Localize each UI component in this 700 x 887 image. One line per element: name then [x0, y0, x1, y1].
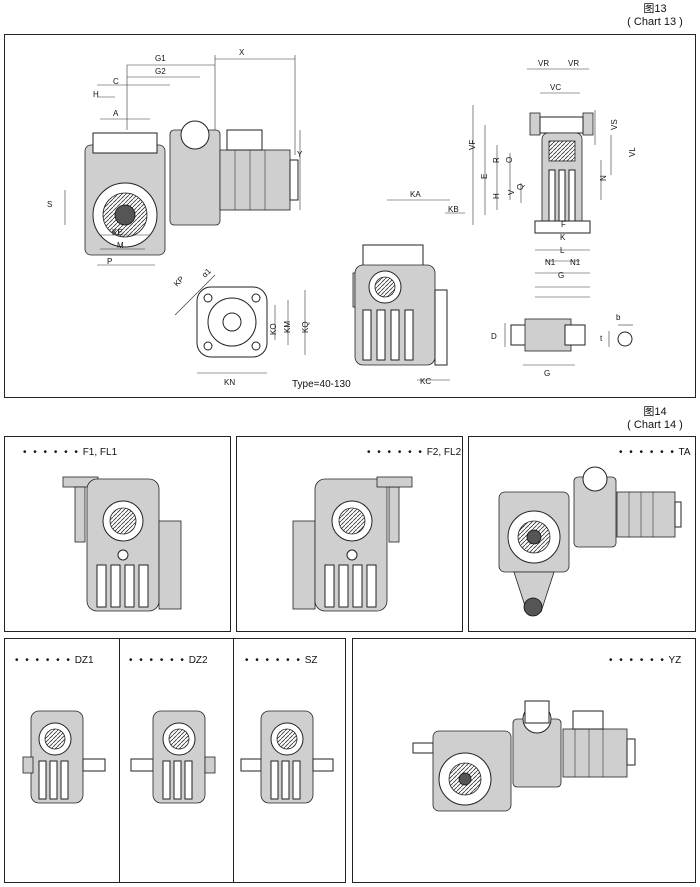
f1-drawing	[62, 476, 182, 612]
type-label: Type=40-130	[292, 379, 351, 390]
dim-f: F	[561, 220, 566, 229]
chart13-caption-cn: 图13	[643, 3, 667, 15]
yz-drawing	[412, 700, 636, 812]
chart13-caption-en: ( Chart 13 )	[627, 16, 683, 28]
dim-n: N	[599, 175, 608, 181]
sz-drawing	[240, 710, 334, 804]
dim-y: Y	[297, 150, 303, 159]
dim-e: E	[480, 174, 489, 179]
panel-dz-sz-group: • • • • • • DZ1 • • • • • • DZ2 • • • • …	[4, 638, 346, 883]
main-reducer-view	[84, 120, 299, 256]
panel-f1-fl1-label: • • • • • • F1, FL1	[23, 447, 118, 458]
dim-kq: KQ	[301, 321, 310, 333]
shaft-detail	[504, 318, 633, 366]
dim-vl: VL	[628, 147, 637, 157]
dz1-drawing	[22, 710, 106, 804]
dim-x: X	[239, 48, 245, 57]
side-view	[472, 68, 612, 298]
dim-v: V	[507, 189, 516, 195]
chart13-drawing: G1 G2 X C H A Y S KE M P KP α1 KO KM KQ	[47, 48, 637, 390]
ta-drawing	[498, 466, 682, 617]
panel-dz2-label: • • • • • • DZ2	[129, 655, 208, 666]
divider-2	[233, 639, 234, 882]
panel-sz-label: • • • • • • SZ	[245, 655, 318, 666]
dim-kp: KP	[172, 275, 186, 289]
flange-view	[174, 274, 306, 374]
dim-kn: KN	[224, 378, 235, 387]
dim-vr-right: VR	[568, 59, 579, 68]
dz-sz-drawing	[22, 710, 334, 804]
dz2-drawing	[130, 710, 216, 804]
dim-vc: VC	[550, 83, 561, 92]
dim-g1: G1	[155, 54, 166, 63]
dim-alpha: α1	[200, 266, 213, 279]
dim-r: R	[492, 157, 501, 163]
dim-ka: KA	[410, 190, 421, 199]
dim-hh: H	[492, 193, 501, 199]
panel-ta-label: • • • • • • TA	[619, 447, 691, 458]
dim-h: H	[93, 90, 99, 99]
dim-t: t	[600, 334, 603, 343]
dim-g-side: G	[558, 271, 564, 280]
dim-kc: KC	[420, 377, 431, 386]
dim-b: b	[616, 313, 621, 322]
dim-o: O	[505, 157, 514, 163]
main-dimension-lines	[64, 55, 301, 266]
panel-yz: • • • • • • YZ	[352, 638, 696, 883]
dim-m: M	[117, 241, 124, 250]
dim-k: K	[560, 233, 566, 242]
f2-drawing	[292, 476, 413, 612]
dim-g2: G2	[155, 67, 166, 76]
panel-yz-label: • • • • • • YZ	[609, 655, 682, 666]
chart13-panel: G1 G2 X C H A Y S KE M P KP α1 KO KM KQ	[4, 34, 696, 398]
panel-f2-fl2-label: • • • • • • F2, FL2	[367, 447, 462, 458]
dim-vf: VF	[468, 140, 477, 150]
chart13-caption: 图13 ( Chart 13 )	[615, 3, 695, 29]
dim-km: KM	[283, 321, 292, 333]
dim-vs: VS	[610, 119, 619, 130]
dim-s: S	[47, 200, 52, 209]
panel-f2-fl2: • • • • • • F2, FL2	[236, 436, 463, 632]
panel-ta: • • • • • • TA	[468, 436, 696, 632]
dim-kb: KB	[448, 205, 459, 214]
dim-n1-left: N1	[545, 258, 556, 267]
chart14-caption-cn: 图14	[643, 406, 667, 418]
panel-f1-fl1: • • • • • • F1, FL1	[4, 436, 231, 632]
dim-ke: KE	[112, 228, 123, 237]
dim-gs: G	[544, 369, 550, 378]
dim-q: Q	[516, 184, 525, 190]
dim-vr-left: VR	[538, 59, 549, 68]
dim-l: L	[560, 246, 565, 255]
dim-c: C	[113, 77, 119, 86]
dim-p: P	[107, 257, 112, 266]
dim-n1-right: N1	[570, 258, 581, 267]
dim-d: D	[491, 332, 497, 341]
divider-1	[119, 639, 120, 882]
panel-dz1-label: • • • • • • DZ1	[15, 655, 94, 666]
front-view	[352, 199, 465, 381]
chart14-caption: 图14 ( Chart 14 )	[615, 406, 695, 432]
chart14-caption-en: ( Chart 14 )	[627, 419, 683, 431]
dim-ko: KO	[269, 323, 278, 335]
dim-a: A	[113, 109, 119, 118]
